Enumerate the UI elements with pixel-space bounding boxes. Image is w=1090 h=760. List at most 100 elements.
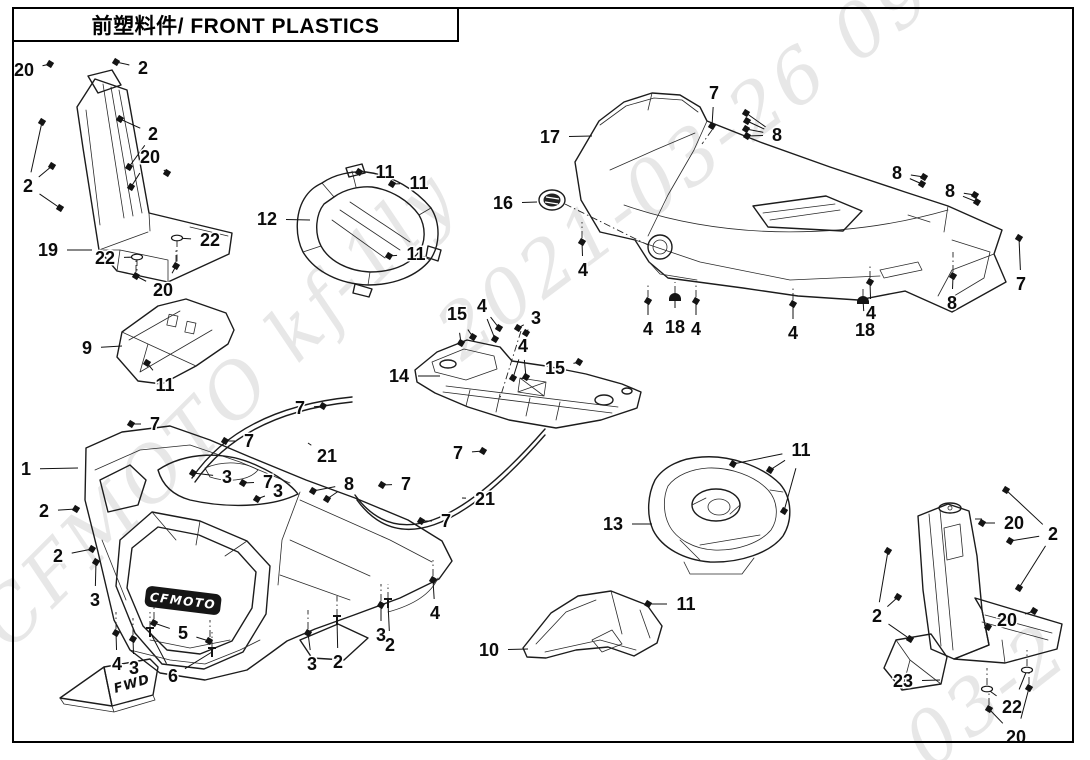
callout-7: 7 <box>293 397 328 420</box>
callout-5: 5 <box>149 618 214 646</box>
callout-number: 8 <box>772 125 782 145</box>
fastener-marker-screw <box>521 328 531 338</box>
fastener-marker-screw <box>742 131 752 141</box>
callout-4: 4 <box>110 628 124 676</box>
callout-number: 1 <box>21 459 31 479</box>
fastener-marker-screw <box>322 494 332 504</box>
callout-number: 20 <box>140 147 160 167</box>
fastener-marker-screw <box>765 465 775 475</box>
callout-7: 7 <box>377 473 413 496</box>
fastener-marker-screw <box>162 168 172 178</box>
callout-number: 21 <box>317 446 337 466</box>
callout-number: 8 <box>892 163 902 183</box>
leader-line <box>94 561 97 587</box>
callout-number: 7 <box>401 474 411 494</box>
leader-line <box>988 708 1004 724</box>
fastener-marker-screw <box>238 478 248 488</box>
fastener-marker-screw <box>574 357 584 367</box>
fastener-marker-screw <box>788 299 798 309</box>
leader-line <box>1018 237 1021 271</box>
fastener-marker-screw <box>71 504 81 514</box>
callout-11: 11 <box>354 161 396 184</box>
fastener-marker-screw <box>948 271 958 281</box>
fastener-marker-screw <box>37 117 47 127</box>
fastener-marker-screw <box>917 179 927 189</box>
leader-line <box>100 345 123 348</box>
fastener-marker-screw <box>691 296 701 306</box>
callout-number: 2 <box>39 501 49 521</box>
fastener-marker-screw <box>126 419 136 429</box>
leader-line <box>149 631 167 664</box>
callout-number: 2 <box>138 58 148 78</box>
fastener-marker-screw <box>977 518 987 528</box>
page-title: 前塑料件/ FRONT PLASTICS <box>91 14 380 38</box>
callout-11: 11 <box>142 358 176 397</box>
callout-number: 21 <box>475 489 495 509</box>
leader-line <box>119 118 141 129</box>
fastener-marker-screw <box>883 546 893 556</box>
callout-number: 4 <box>691 319 701 339</box>
callout-number: 18 <box>665 317 685 337</box>
fastener-marker-screw <box>643 599 653 609</box>
callout-number: 19 <box>38 240 58 260</box>
fastener-marker-screw <box>376 600 386 610</box>
callout-number: 4 <box>643 319 653 339</box>
callout-20: 20 <box>126 146 172 192</box>
callout-number: 11 <box>375 162 394 182</box>
fastener-marker-screw <box>742 116 752 126</box>
fastener-marker-screw <box>972 197 982 207</box>
fastener-marker-screw <box>494 323 504 333</box>
fastener-marker-screw <box>111 57 121 67</box>
fastener-marker-screw <box>87 544 97 554</box>
callout-number: 2 <box>23 176 33 196</box>
callout-number: 17 <box>540 127 560 147</box>
line-art-layer: CFMOTO <box>59 69 1063 713</box>
callout-number: 20 <box>153 280 173 300</box>
fastener-marker-screw <box>47 161 57 171</box>
callout-7: 7 <box>707 82 721 131</box>
fastener-marker-screw <box>779 506 789 516</box>
callout-number: 7 <box>453 443 463 463</box>
part-23-front-pillar-trim-right <box>883 502 1063 691</box>
callout-number: 4 <box>518 336 528 356</box>
fastener-marker-dome <box>669 293 681 301</box>
part-19-front-pillar-trim-left <box>76 69 233 283</box>
callout-11: 11 <box>387 172 430 195</box>
callout-number: 3 <box>273 481 283 501</box>
callout-number: 3 <box>307 654 317 674</box>
callout-15: 15 <box>543 357 584 380</box>
leader-line <box>1009 535 1040 542</box>
callout-18: 18 <box>853 296 877 342</box>
callout-number: 11 <box>676 594 695 614</box>
watermark-text: 2021-03-26 09:50:32 <box>420 0 1090 377</box>
fastener-marker-screw <box>377 480 387 490</box>
callout-number: 9 <box>82 338 92 358</box>
callout-number: 7 <box>1016 274 1026 294</box>
callout-4: 4 <box>576 237 590 282</box>
leader-line <box>745 112 766 128</box>
fastener-marker-screw <box>387 179 397 189</box>
callout-number: 20 <box>1006 727 1026 747</box>
callout-number: 3 <box>90 590 100 610</box>
title-block: 前塑料件/ FRONT PLASTICS <box>12 7 459 42</box>
part-14-front-rack-base <box>414 339 642 429</box>
fastener-marker-screw <box>728 459 738 469</box>
leader-line <box>1005 489 1044 525</box>
callout-number: 22 <box>200 230 220 250</box>
callout-20: 20 <box>131 261 181 302</box>
fastener-marker-screw <box>188 468 198 478</box>
callout-2: 2 <box>383 598 397 657</box>
callout-number: 7 <box>150 414 160 434</box>
leader-line <box>732 453 783 465</box>
part-17-hood <box>574 92 1007 313</box>
callout-23: 23 <box>891 670 941 693</box>
leader-line <box>746 120 765 130</box>
callout-4: 4 <box>508 335 531 383</box>
grille-badge: CFMOTO <box>144 586 222 615</box>
callout-3: 3 <box>88 557 102 612</box>
callout-number: 20 <box>1004 513 1024 533</box>
callout-number: 15 <box>447 304 467 324</box>
callout-number: 4 <box>578 260 588 280</box>
